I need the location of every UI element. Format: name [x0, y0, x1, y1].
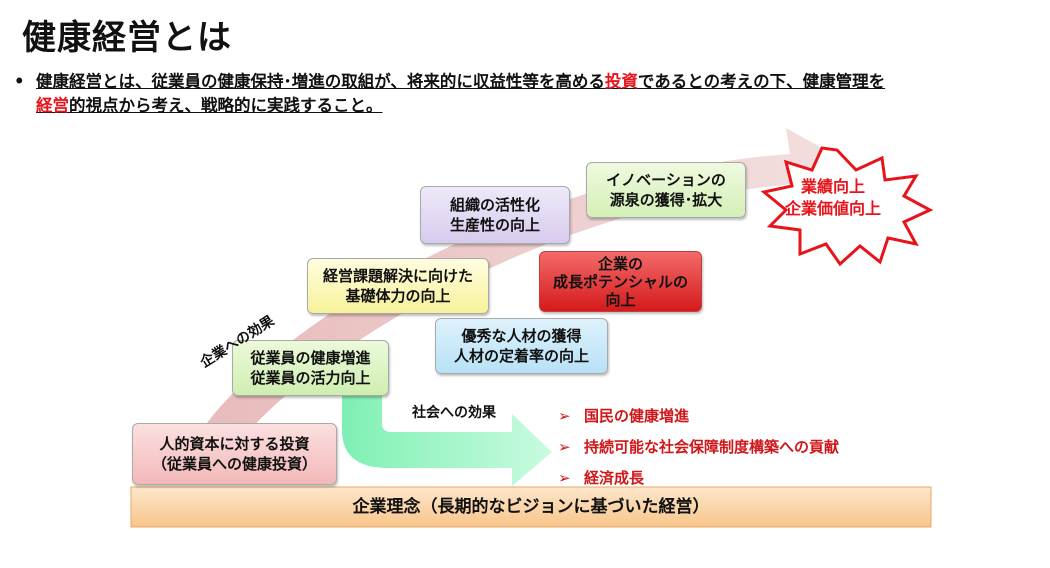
innovation-line2: 源泉の獲得･拡大 — [609, 191, 723, 209]
burst-text: 業績向上 企業価値向上 — [774, 176, 892, 220]
growth-line1: 企業の — [597, 254, 643, 273]
arrowhead-bullet-icon: ➢ — [558, 438, 571, 456]
philosophy-label: 企業理念（長期的なビジョンに基づいた経営） — [352, 497, 710, 517]
investment-box: 人的資本に対する投資 （従業員への健康投資） — [132, 423, 337, 485]
basic-line2: 基礎体力の向上 — [345, 287, 451, 305]
investment-line1: 人的資本に対する投資 — [159, 435, 310, 453]
health-line1: 従業員の健康増進 — [250, 349, 371, 367]
growth-potential-box: 企業の成長ポテンシャルの向上 — [539, 251, 702, 312]
intro-highlight-investment: 投資 — [604, 72, 638, 91]
organization-box: 組織の活性化生産性の向上 — [420, 186, 570, 244]
basic-line1: 経営課題解決に向けた — [322, 267, 473, 285]
list-item-text: 国民の健康増進 — [584, 407, 690, 425]
talent-line2: 人材の定着率の向上 — [453, 347, 589, 365]
investment-line2: （従業員への健康投資） — [151, 455, 317, 473]
list-item: ➢ 国民の健康増進 — [558, 404, 839, 435]
page-title: 健康経営とは — [22, 18, 232, 58]
org-line2: 生産性の向上 — [449, 216, 540, 234]
intro-paragraph: • 健康経営とは、従業員の健康保持･増進の取組が、将来的に収益性等を高める投資で… — [14, 70, 1039, 118]
burst-line1: 業績向上 — [800, 177, 865, 196]
intro-part1: 健康経営とは、従業員の健康保持･増進の取組が、将来的に収益性等を高める — [36, 72, 605, 91]
intro-highlight-management: 経営 — [36, 96, 69, 115]
growth-line2: 成長ポテンシャルの — [552, 272, 688, 291]
social-effect-label: 社会への効果 — [412, 405, 496, 421]
social-effect-arrow — [342, 386, 552, 486]
bullet: • — [14, 72, 25, 91]
arrowhead-bullet-icon: ➢ — [558, 407, 571, 425]
burst-line2: 企業価値向上 — [784, 199, 881, 218]
growth-line3: 向上 — [605, 290, 636, 309]
arrowhead-bullet-icon: ➢ — [558, 469, 571, 487]
philosophy-base — [130, 486, 932, 528]
health-line2: 従業員の活力向上 — [250, 369, 371, 387]
org-line1: 組織の活性化 — [449, 196, 540, 214]
intro-part2: であるとの考えの下、健康管理を — [637, 72, 886, 91]
social-effects-list: ➢ 国民の健康増進 ➢ 持続可能な社会保障制度構築への貢献 ➢ 経済成長 — [558, 404, 839, 497]
corporate-effect-arrow — [196, 128, 858, 446]
list-item: ➢ 経済成長 — [558, 466, 839, 497]
talent-box: 優秀な人材の獲得人材の定着率の向上 — [435, 318, 608, 374]
list-item: ➢ 持続可能な社会保障制度構築への貢献 — [558, 435, 839, 466]
basic-strength-box: 経営課題解決に向けた基礎体力の向上 — [307, 258, 489, 314]
list-item-text: 持続可能な社会保障制度構築への貢献 — [584, 438, 840, 456]
health-box: 従業員の健康増進従業員の活力向上 — [232, 340, 389, 396]
innovation-line1: イノベーションの — [606, 171, 726, 189]
talent-line1: 優秀な人材の獲得 — [461, 327, 582, 345]
intro-part3: 的視点から考え、戦略的に実践すること。 — [69, 96, 383, 115]
list-item-text: 経済成長 — [584, 469, 645, 487]
intro-text: 健康経営とは、従業員の健康保持･増進の取組が、将来的に収益性等を高める投資である… — [36, 70, 1039, 118]
innovation-box: イノベーションの源泉の獲得･拡大 — [586, 162, 746, 218]
burst-shape — [760, 146, 934, 267]
